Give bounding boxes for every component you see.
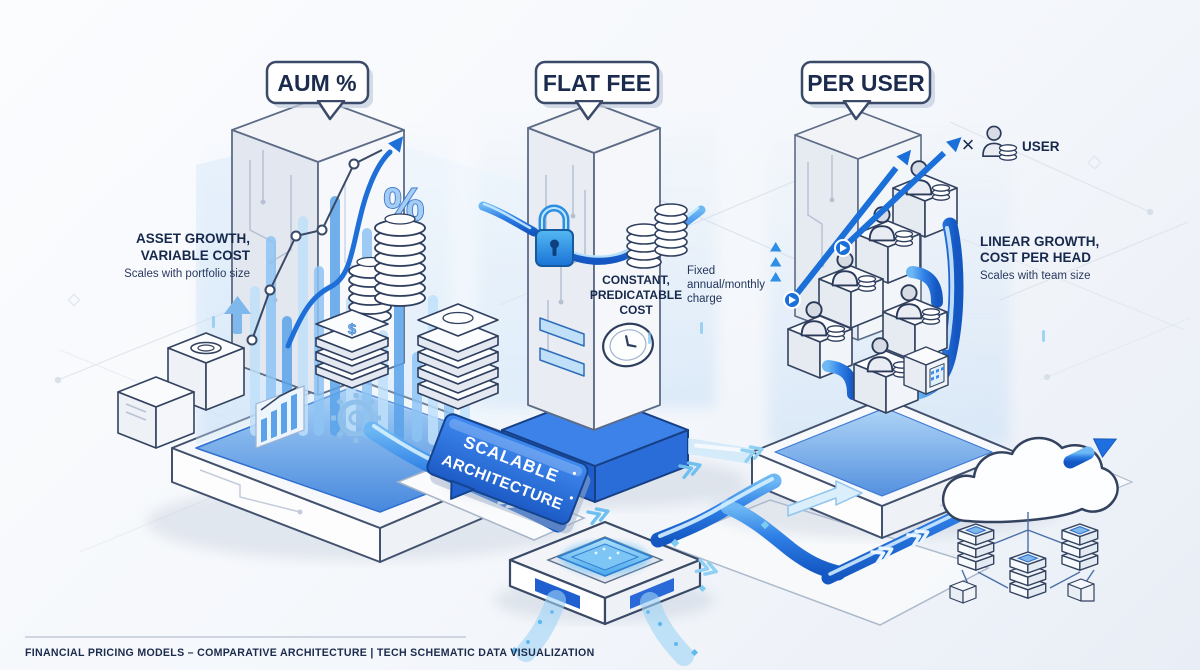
user-multiplier-tag: × USER xyxy=(962,125,1060,161)
hub-streams xyxy=(516,590,694,666)
clock-icon xyxy=(602,322,654,368)
flat-fee-heading: CONSTANT, PREDICATABLE COST xyxy=(590,273,682,317)
svg-text:FINANCIAL PRICING MODELS – COM: FINANCIAL PRICING MODELS – COMPARATIVE A… xyxy=(25,647,595,659)
chip-stacks xyxy=(315,303,499,410)
svg-text:COST PER HEAD: COST PER HEAD xyxy=(980,250,1091,265)
display-cube xyxy=(903,346,949,395)
svg-text:Scales with team size: Scales with team size xyxy=(980,270,1091,282)
label-bubble-flat-fee: FLAT FEE xyxy=(534,60,663,121)
label-per-user-text: PER USER xyxy=(807,70,925,96)
footer-caption: FINANCIAL PRICING MODELS – COMPARATIVE A… xyxy=(25,636,595,659)
scalable-architecture-banner: SCALABLE ARCHITECTURE xyxy=(426,413,591,534)
up-arrow-indicator xyxy=(224,296,251,334)
aum-section: % $ xyxy=(117,97,577,563)
times-symbol: × xyxy=(962,132,975,157)
svg-text:Fixed: Fixed xyxy=(687,265,715,277)
coin-stack-icon xyxy=(348,213,426,324)
svg-text:LINEAR GROWTH,: LINEAR GROWTH, xyxy=(980,234,1099,249)
svg-text:PREDICATABLE: PREDICATABLE xyxy=(590,288,682,302)
data-pipe-right-fork xyxy=(650,473,846,581)
user-tag-label: USER xyxy=(1022,139,1060,154)
outline-arrow xyxy=(787,480,863,517)
stream-sparkles xyxy=(510,610,699,657)
dollar-chip-symbol: $ xyxy=(348,321,357,338)
per-user-section: × USER xyxy=(710,110,1060,539)
label-bubble-per-user: PER USER xyxy=(800,60,935,121)
svg-text:Scales with portfolio size: Scales with portfolio size xyxy=(124,268,250,280)
bar-chart-icon xyxy=(255,385,305,449)
aum-side-boxes xyxy=(117,332,245,449)
network-cubes xyxy=(949,578,1095,604)
flow-chevrons xyxy=(212,316,1045,593)
equals-bars xyxy=(539,317,585,377)
label-bubble-aum: AUM % xyxy=(265,60,373,121)
svg-text:charge: charge xyxy=(687,293,722,305)
linear-growth-arrows xyxy=(783,131,967,309)
label-flat-fee-text: FLAT FEE xyxy=(543,70,651,96)
svg-text:VARIABLE COST: VARIABLE COST xyxy=(141,248,251,263)
per-user-annotation: LINEAR GROWTH, COST PER HEAD Scales with… xyxy=(980,234,1099,282)
flat-fee-note: Fixed annual/monthly charge xyxy=(687,265,765,305)
svg-text:annual/monthly: annual/monthly xyxy=(687,279,765,291)
aum-annotation: ASSET GROWTH, VARIABLE COST Scales with … xyxy=(124,231,251,280)
padlock-icon xyxy=(535,204,574,267)
label-aum-text: AUM % xyxy=(277,70,356,96)
flat-fee-coins xyxy=(626,203,688,269)
server-stack-icon xyxy=(1009,551,1047,599)
svg-text:ASSET GROWTH,: ASSET GROWTH, xyxy=(136,231,250,246)
server-network-lines xyxy=(961,512,1095,589)
flat-fee-section: CONSTANT, PREDICATABLE COST Fixed annual… xyxy=(430,92,765,508)
growth-line-chart xyxy=(246,149,383,346)
svg-text:COST: COST xyxy=(619,303,653,317)
server-stack-icon xyxy=(1061,523,1099,571)
cpu-chip-icon xyxy=(557,537,653,577)
cloud-cluster xyxy=(821,429,1122,604)
staircase-cubes xyxy=(787,160,964,414)
svg-text:CONSTANT,: CONSTANT, xyxy=(602,273,670,287)
server-stack-icon xyxy=(957,523,995,571)
central-hub xyxy=(495,520,715,666)
growth-arrow xyxy=(285,131,410,349)
